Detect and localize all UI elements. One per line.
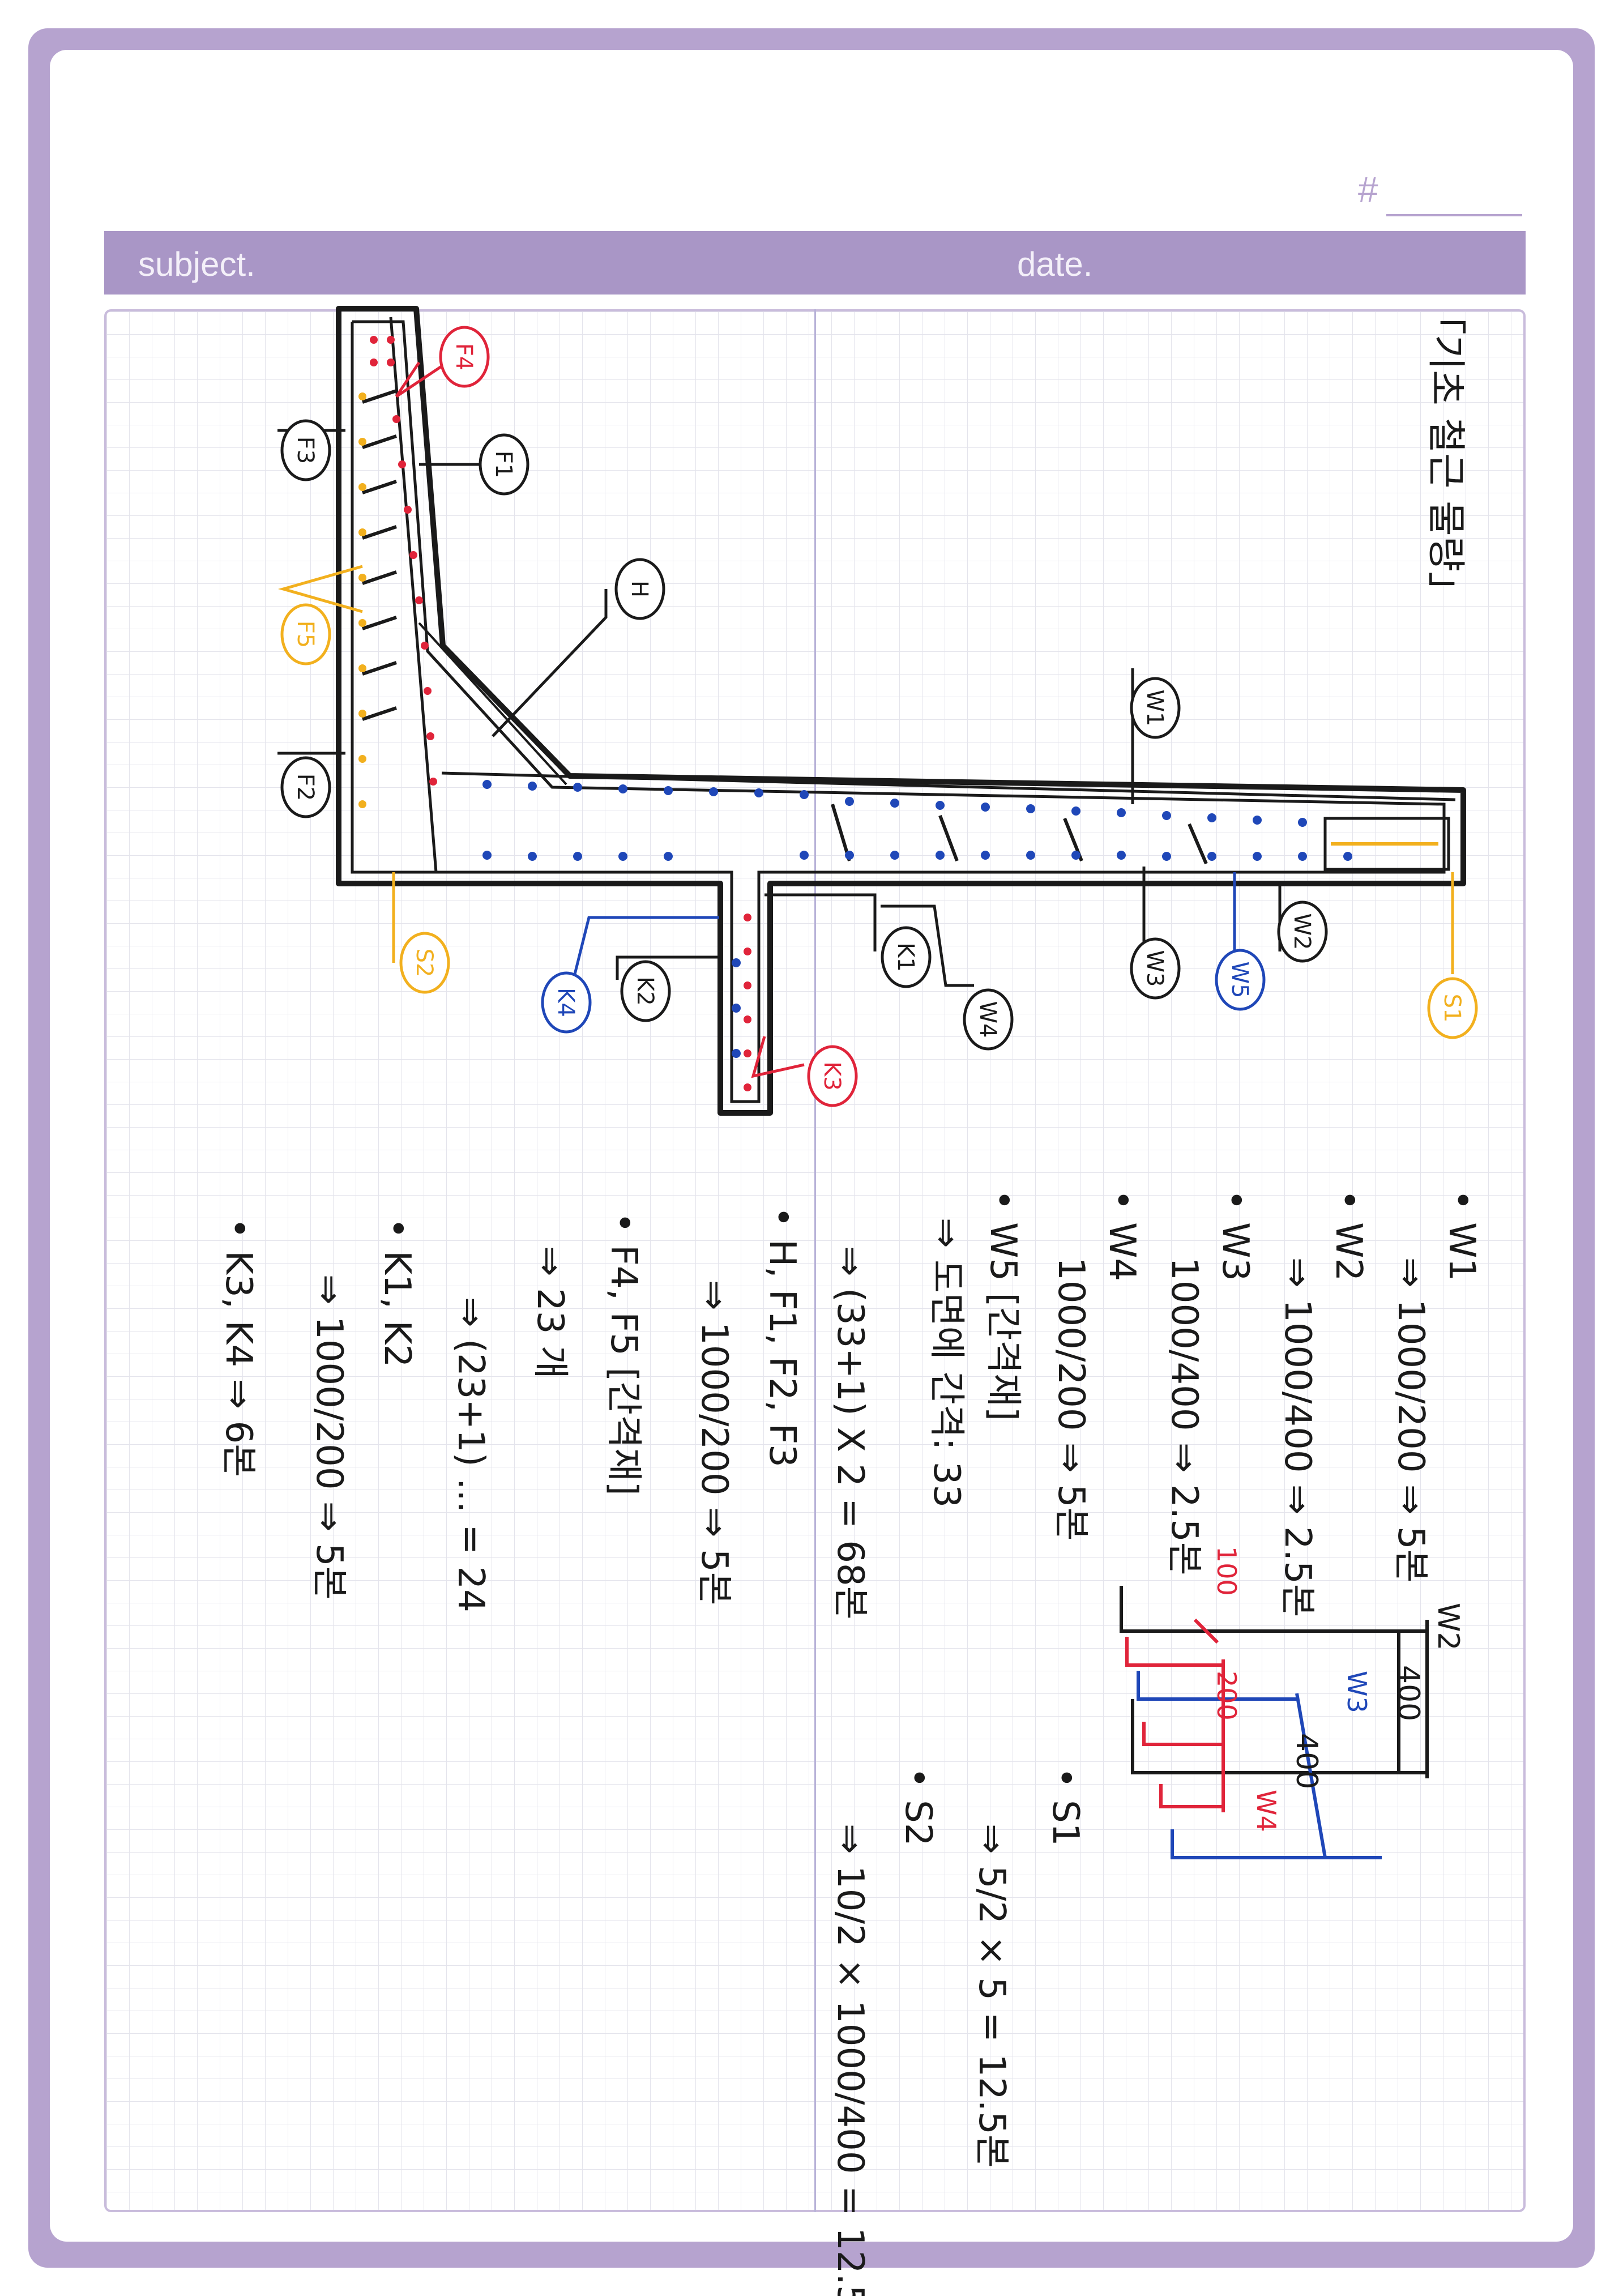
sketch-labels: W2 400 400 xyxy=(1289,1603,1465,1789)
w4-calc: 1000/200 ⇒ 5본 xyxy=(1050,1257,1092,1541)
slab-blue-dots xyxy=(482,780,1352,1058)
s2-label: • S2 xyxy=(897,1767,939,1846)
label-K4: K4 xyxy=(553,988,579,1017)
k12-calc: ⇒ 1000/200 ⇒ 5본 xyxy=(308,1274,350,1599)
red-callout-labels: F4 K3 xyxy=(451,343,845,1091)
number-label: # xyxy=(1358,169,1378,210)
haunch-rebar xyxy=(418,622,567,786)
k34-line: • K3, K4 ⇒ 6본 xyxy=(217,1218,259,1477)
subject-label: subject. xyxy=(138,245,255,283)
page-title: 「기초 철근 물량」 xyxy=(1423,296,1468,611)
blue-leaders xyxy=(570,872,1236,986)
f45-label: • F4, F5 [간격재] xyxy=(603,1212,644,1496)
date-label: date. xyxy=(1017,245,1093,283)
label-S1: S1 xyxy=(1439,994,1465,1023)
s1-label: • S1 xyxy=(1044,1767,1086,1846)
f45-line1: ⇒ 23 개 xyxy=(529,1246,571,1379)
label-W1: W1 xyxy=(1142,690,1168,727)
label-F4: F4 xyxy=(451,343,477,370)
black-callout-labels: F1 H F3 F2 W1 W2 W3 W4 K1 K2 xyxy=(292,437,1315,1038)
sketch-200: 200 xyxy=(1211,1671,1242,1721)
footing-outline xyxy=(336,306,1466,1116)
slab-rebar-top xyxy=(441,771,1456,801)
red-leaders xyxy=(395,361,805,1078)
w3-label: • W3 xyxy=(1214,1189,1256,1281)
w5-line1: ⇒ 도면에 간격: 33 xyxy=(925,1218,967,1508)
wall-red-dots xyxy=(370,336,751,1091)
label-W2: W2 xyxy=(1289,914,1315,950)
w2-label: • W2 xyxy=(1327,1189,1369,1281)
red-callout-circles xyxy=(439,326,858,1107)
wall-yellow-dots xyxy=(358,392,366,808)
sketch-w3: W3 xyxy=(1342,1671,1372,1713)
wall-ticks xyxy=(362,389,397,721)
sketch-400b: 400 xyxy=(1289,1733,1323,1789)
label-K1: K1 xyxy=(892,942,919,972)
label-F2: F2 xyxy=(292,774,318,801)
label-F1: F1 xyxy=(490,451,516,478)
blue-callout-labels: K4 W5 xyxy=(553,962,1253,1017)
yellow-callout-labels: F5 S2 S1 xyxy=(292,621,1465,1023)
sketch-black-lines xyxy=(1120,1586,1429,1778)
label-H: H xyxy=(626,581,652,598)
spacing-sketch: W2 400 400 W3 W4 200 100 xyxy=(1120,1546,1465,1859)
sketch-400a: 400 xyxy=(1391,1665,1425,1721)
w5-line2: ⇒ (33+1) X 2 = 68본 xyxy=(829,1246,871,1620)
k12-label: • K1, K2 xyxy=(376,1218,418,1367)
sketch-blue-label: W3 xyxy=(1342,1671,1372,1713)
w5-label: • W5 [간격재] xyxy=(982,1189,1024,1421)
sketch-red-labels: W4 200 100 xyxy=(1211,1546,1282,1832)
w2-calc: ⇒ 1000/400 ⇒ 2.5본 xyxy=(1276,1257,1318,1618)
w1-calc: ⇒ 1000/200 ⇒ 5본 xyxy=(1390,1257,1432,1582)
center-divider xyxy=(814,309,816,2212)
label-S2: S2 xyxy=(411,949,437,978)
hf-calc: ⇒ 1000/200 ⇒ 5본 xyxy=(693,1280,735,1605)
w3-calc: 1000/400 ⇒ 2.5본 xyxy=(1163,1257,1205,1576)
label-K3: K3 xyxy=(819,1061,845,1091)
s1-calc: ⇒ 5/2 × 5 = 12.5본 xyxy=(971,1824,1013,2168)
w4-label: • W4 xyxy=(1101,1189,1143,1281)
sketch-w4: W4 xyxy=(1251,1790,1282,1832)
calc-notes: • W1 ⇒ 1000/200 ⇒ 5본 • W2 ⇒ 1000/400 ⇒ 2… xyxy=(217,1189,1483,2296)
yellow-leaders xyxy=(277,565,1454,974)
slab-ticks xyxy=(831,804,1208,865)
f45-line2: ⇒ (23+1) ... = 24 xyxy=(450,1297,492,1612)
black-callout-circles xyxy=(280,419,1328,1051)
hf-label: • H, F1, F2, F3 xyxy=(761,1206,803,1467)
header-bar xyxy=(104,231,1526,295)
label-F3: F3 xyxy=(292,437,318,464)
w1-label: • W1 xyxy=(1441,1189,1483,1281)
yellow-callout-circles xyxy=(280,603,1478,1039)
label-W4: W4 xyxy=(975,1001,1001,1038)
label-F5: F5 xyxy=(292,621,318,648)
inner-rebar-line xyxy=(351,320,1446,1103)
sketch-blue-lines xyxy=(1137,1671,1382,1859)
black-leaders xyxy=(277,429,1282,987)
footing-drawing: F1 H F3 F2 W1 W2 W3 W4 K1 K2 F4 xyxy=(277,306,1478,1116)
sketch-red-lines xyxy=(1125,1618,1225,1812)
blue-callout-circles xyxy=(541,949,1266,1034)
sketch-w2: W2 xyxy=(1431,1603,1465,1651)
s2-calc: ⇒ 10/2 × 1000/400 = 12.5본 xyxy=(829,1824,871,2296)
number-line xyxy=(1386,214,1522,216)
slab-cap-end xyxy=(1323,817,1450,871)
label-W3: W3 xyxy=(1142,950,1168,987)
label-W5: W5 xyxy=(1227,962,1253,998)
sketch-100: 100 xyxy=(1211,1546,1242,1596)
label-K2: K2 xyxy=(632,976,658,1006)
wall-rebar xyxy=(389,317,438,873)
